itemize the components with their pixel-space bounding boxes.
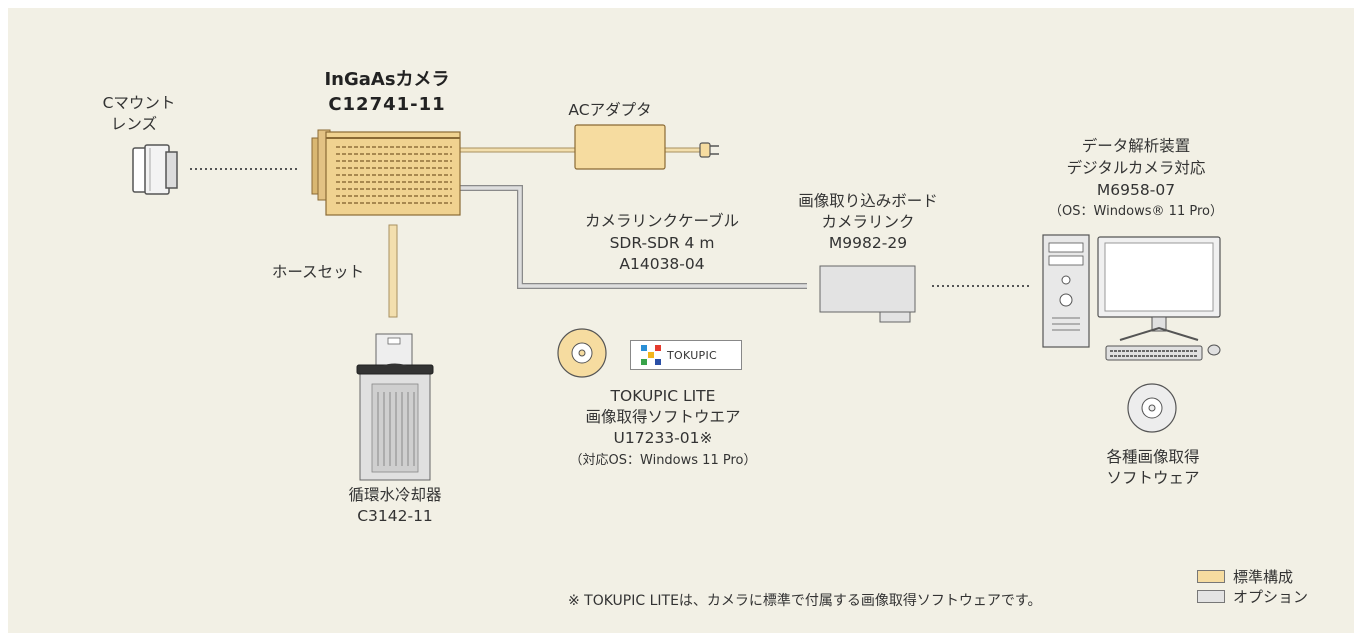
lens-label-line2: レンズ: [110, 115, 158, 133]
software-label-line2: ソフトウェア: [1106, 469, 1200, 487]
legend-option-swatch: [1197, 590, 1225, 603]
chiller-icon: [356, 333, 434, 481]
lens-label-line1: Cマウント: [102, 94, 176, 112]
board-label-line2: カメラリンク: [821, 213, 915, 231]
software-label-line1: 各種画像取得: [1106, 448, 1200, 466]
camera-name: InGaAsカメラ: [324, 69, 450, 90]
legend-option-label: オプション: [1233, 588, 1309, 606]
cable-label-line2: SDR-SDR 4 m: [609, 234, 715, 252]
tokupic-label-line4: （対応OS：Windows 11 Pro）: [569, 453, 757, 468]
monitor-icon: [1097, 236, 1221, 341]
lens-icon: [132, 144, 178, 195]
tokupic-label-line1: TOKUPIC LITE: [610, 387, 716, 405]
hose-set: [388, 224, 398, 318]
capture-board-icon: [819, 265, 916, 323]
legend-standard: 標準構成: [1197, 566, 1293, 587]
pc-label-line1: データ解析装置: [1081, 137, 1191, 155]
footnote: ※ TOKUPIC LITEは、カメラに標準で付属する画像取得ソフトウェアです。: [568, 593, 1042, 609]
chiller-label-line1: 循環水冷却器: [348, 486, 442, 504]
cd-disc-icon: [557, 328, 607, 378]
legend-standard-swatch: [1197, 570, 1225, 583]
legend-option: オプション: [1197, 586, 1308, 607]
cd-disc-icon: [1127, 383, 1177, 433]
pc-label-line3: M6958-07: [1096, 181, 1176, 199]
hose-set-label: ホースセット: [271, 263, 365, 281]
board-label-line1: 画像取り込みボード: [798, 192, 938, 210]
camera-icon: [311, 129, 461, 216]
mouse-icon: [1207, 344, 1221, 356]
camera-link-cable: [460, 185, 807, 289]
board-label-line3: M9982-29: [828, 234, 908, 252]
legend-standard-label: 標準構成: [1233, 568, 1294, 586]
tokupic-label-line3: U17233-01※: [613, 429, 713, 447]
keyboard-icon: [1105, 345, 1203, 361]
cable-label-line3: A14038-04: [619, 255, 705, 273]
ac-adapter-label: ACアダプタ: [568, 101, 652, 119]
tokupic-mark-icon: [641, 345, 661, 365]
tokupic-logo-text: TOKUPIC: [667, 348, 718, 362]
chiller-label-line2: C3142-11: [357, 507, 433, 525]
camera-model: C12741-11: [328, 94, 446, 115]
tokupic-label-line2: 画像取得ソフトウエア: [585, 408, 741, 426]
diagram-panel: [8, 8, 1354, 633]
tokupic-logo-icon: TOKUPIC: [630, 340, 742, 370]
plug-icon: [699, 142, 719, 158]
pc-label-line4: （OS：Windows® 11 Pro）: [1049, 204, 1223, 219]
pc-label-line2: デジタルカメラ対応: [1066, 159, 1206, 177]
ac-adapter-icon: [574, 124, 666, 170]
cable-label-line1: カメラリンクケーブル: [584, 212, 740, 230]
pc-tower-icon: [1042, 234, 1090, 348]
